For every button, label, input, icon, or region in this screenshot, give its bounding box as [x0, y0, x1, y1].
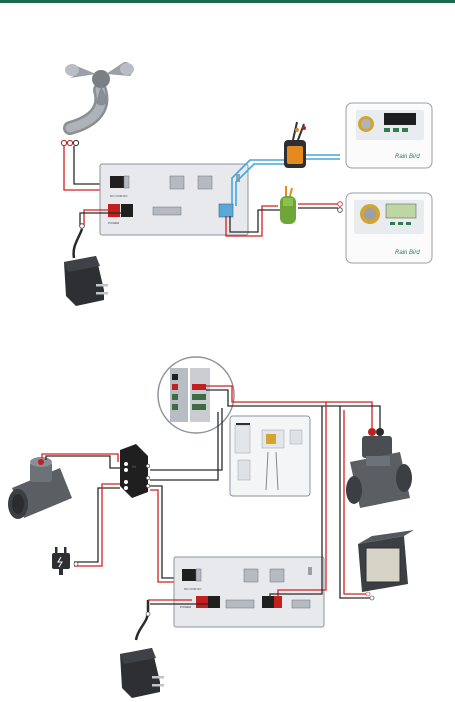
power-adapter-icon — [64, 256, 108, 306]
controller-open — [230, 416, 310, 496]
svg-text:IN: IN — [132, 464, 136, 469]
svg-text:NO COM NC: NO COM NC — [110, 194, 128, 198]
battery-module — [284, 122, 306, 168]
svg-text:NO COM NC: NO COM NC — [184, 587, 202, 591]
flow-sensor-icon — [8, 457, 72, 519]
svg-text:POWER: POWER — [108, 221, 120, 225]
wind-sensor-icon — [65, 62, 134, 128]
junction-module: IN — [120, 444, 148, 498]
controller-icon: Rain Bird — [346, 103, 432, 168]
interface-board-bottom: NO COM NC POWER — [174, 557, 324, 627]
svg-text:Rain Bird: Rain Bird — [395, 154, 420, 160]
plug-icon — [52, 547, 70, 575]
transformer-box — [358, 530, 414, 592]
valve-icon — [346, 428, 412, 508]
svg-text:POWER: POWER — [180, 605, 192, 609]
controller-plug-in: Rain Bird — [346, 193, 432, 263]
wire-connector — [280, 186, 296, 224]
svg-text:Rain Bird: Rain Bird — [395, 250, 420, 256]
